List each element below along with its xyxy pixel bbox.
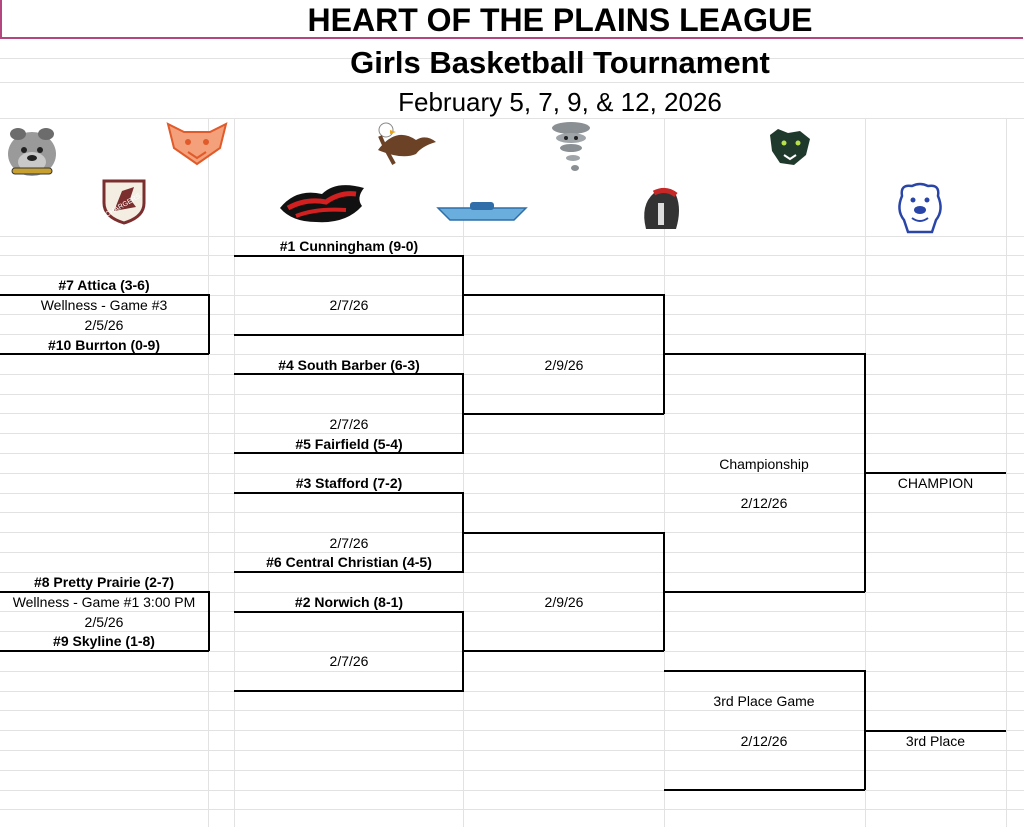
bracket-line [0, 591, 209, 593]
sf-2-date: 2/9/26 [544, 594, 584, 610]
bracket-line [462, 611, 464, 691]
bracket-line [208, 591, 210, 651]
bracket-line [864, 670, 866, 790]
championship-label: Championship [719, 456, 809, 472]
playin-1-site: Wellness - Game #3 [40, 297, 168, 313]
bracket-line [462, 373, 464, 453]
championship-date: 2/12/26 [740, 495, 788, 511]
eagle-mascot-logo [378, 122, 436, 165]
wildcat-mascot-logo [166, 122, 228, 166]
bracket-line [663, 532, 665, 651]
bulldog-blue-logo [898, 182, 942, 234]
bracket-line [865, 472, 1006, 474]
qf-2-bottom-team: #5 Fairfield (5-4) [295, 436, 403, 452]
qf-3-bottom-team: #6 Central Christian (4-5) [266, 554, 432, 570]
bracket-line [234, 571, 464, 573]
bracket-line [462, 255, 464, 335]
playin-2-top-team: #8 Pretty Prairie (2-7) [33, 574, 175, 590]
bracket-line [664, 789, 865, 791]
title-border [0, 0, 1023, 39]
playin-2-date: 2/5/26 [84, 614, 124, 630]
bracket-line [234, 334, 464, 336]
qf-4-top-team: #2 Norwich (8-1) [294, 594, 404, 610]
bracket-line [463, 532, 664, 534]
champion-label: CHAMPION [897, 475, 974, 491]
playin-1-top-team: #7 Attica (3-6) [58, 277, 150, 293]
qf-3-date: 2/7/26 [329, 535, 369, 551]
panther-mascot-logo [770, 129, 810, 165]
tournament-title: Girls Basketball Tournament [350, 45, 770, 80]
bracket-line [664, 591, 865, 593]
third-place-game-label: 3rd Place Game [713, 693, 815, 709]
bracket-line [234, 492, 464, 494]
bracket-line [0, 294, 209, 296]
tornado-mascot-logo [552, 122, 590, 171]
bracket-line [864, 353, 866, 592]
bracket-line [664, 353, 865, 355]
sf-1-date: 2/9/26 [544, 357, 584, 373]
bracket-line [234, 452, 464, 454]
red-mascot-logo [280, 185, 364, 223]
spartan-helmet-logo [644, 187, 679, 229]
third-place-game-date: 2/12/26 [740, 733, 788, 749]
bracket-line [663, 294, 665, 414]
bracket-line [234, 690, 464, 692]
qf-3-top-team: #3 Stafford (7-2) [295, 475, 403, 491]
bracket-line [0, 353, 209, 355]
bulldog-mascot-logo [8, 128, 56, 176]
qf-1-date: 2/7/26 [329, 297, 369, 313]
bracket-line [463, 413, 664, 415]
bracket-line [234, 373, 464, 375]
blue-emblem-logo [436, 202, 528, 221]
bracket-line [208, 294, 210, 354]
playin-1-date: 2/5/26 [84, 317, 124, 333]
qf-2-top-team: #4 South Barber (6-3) [278, 357, 420, 373]
qf-2-date: 2/7/26 [329, 416, 369, 432]
bracket-line [865, 730, 1006, 732]
third-place-label: 3rd Place [905, 733, 966, 749]
chargers-shield-logo: CHARGERS [102, 179, 146, 225]
bracket-line [234, 255, 464, 257]
bracket-line [463, 294, 664, 296]
tournament-dates: February 5, 7, 9, & 12, 2026 [398, 87, 722, 117]
playin-2-bottom-team: #9 Skyline (1-8) [53, 633, 155, 649]
bracket-line [234, 611, 464, 613]
playin-1-bottom-team: #10 Burrton (0-9) [47, 337, 161, 353]
bracket-line [664, 670, 865, 672]
qf-1-top-team: #1 Cunningham (9-0) [279, 238, 419, 254]
league-title: HEART OF THE PLAINS LEAGUE [307, 2, 813, 38]
playin-2-site: Wellness - Game #1 3:00 PM [12, 594, 196, 610]
bracket-line [463, 650, 664, 652]
qf-4-date: 2/7/26 [329, 653, 369, 669]
bracket-line [0, 650, 209, 652]
bracket-line [462, 492, 464, 572]
